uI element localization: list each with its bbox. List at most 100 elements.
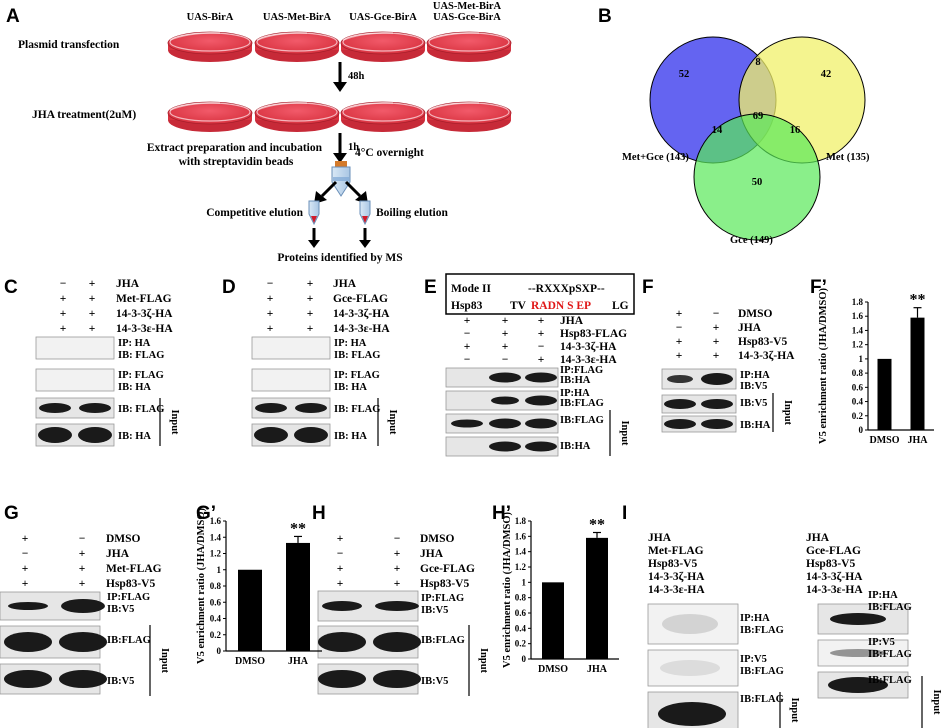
lane-sign: + <box>307 293 314 305</box>
condition-label: JHA <box>560 315 584 327</box>
bar <box>877 358 892 430</box>
condition-label: Gce-FLAG <box>333 293 388 305</box>
blot-strip <box>661 368 737 390</box>
lane-sign: − <box>713 308 720 320</box>
bar <box>586 537 608 659</box>
blot-band <box>318 670 366 688</box>
condition-label: Met-FLAG <box>106 563 162 575</box>
blot-label: IB:FLAG <box>107 635 151 646</box>
panel-label-g: G <box>4 503 19 524</box>
blot-band <box>489 418 521 429</box>
boiling-elution: Boiling elution <box>376 207 448 219</box>
y-tick-label: 0.8 <box>515 593 527 603</box>
step-extract-line1: Extract preparation and incubation <box>147 142 323 154</box>
blot-band <box>830 613 886 625</box>
blot-label: IB:FLAG <box>740 694 784 705</box>
culture-dish-icon <box>254 101 340 132</box>
input-label: Input <box>159 648 170 674</box>
venn-count-metgce-gce: 14 <box>712 125 723 136</box>
y-tick-label: 0.2 <box>852 411 864 421</box>
blot-strip <box>647 603 739 645</box>
culture-dish-icon <box>340 31 426 62</box>
blot-label: IB:FLAG <box>421 635 465 646</box>
lane-sign: − <box>79 533 86 545</box>
y-tick-label: 1 <box>522 577 527 587</box>
y-tick-label: 1.2 <box>515 562 527 572</box>
panel-label-c: C <box>4 277 18 298</box>
arrow-split-right <box>344 180 362 198</box>
panel-i-left-header: Met-FLAG <box>648 545 704 557</box>
lane-sign: − <box>502 354 509 366</box>
lane-sign: + <box>267 293 274 305</box>
condition-label: 14-3-3ε-HA <box>116 323 173 335</box>
panel-i-right-header: 14-3-3ζ-HA <box>806 570 863 583</box>
y-tick-label: 0.6 <box>515 608 527 618</box>
lane-sign: + <box>502 315 509 327</box>
condition-label: Hsp83-FLAG <box>560 328 627 340</box>
significance-mark: ** <box>910 292 926 309</box>
blot-label: IB:HA <box>560 375 591 386</box>
blot-label: IB:FLAG <box>740 625 784 636</box>
blot-band <box>701 419 733 429</box>
venn-count-gce-only: 50 <box>752 177 763 188</box>
y-tick-label: 1.2 <box>210 549 222 559</box>
blot-band <box>318 632 366 652</box>
temp-4c-overnight: 4°C overnight <box>355 147 424 159</box>
lane-sign: + <box>307 323 314 335</box>
blot-label: IP: FLAG <box>334 370 380 381</box>
blot-band <box>667 375 693 383</box>
blot-strip <box>317 663 421 695</box>
blot-band <box>489 441 521 452</box>
condition-label: 14-3-3ε-HA <box>560 354 617 366</box>
panel-i-right-header: Gce-FLAG <box>806 545 861 557</box>
lane-sign: + <box>307 308 314 320</box>
time-1h: 1h <box>348 142 359 153</box>
lane-sign: + <box>676 350 683 362</box>
y-tick-label: 0 <box>859 425 864 435</box>
lane-sign: + <box>22 563 29 575</box>
venn-set-label-gce: Gce (149) <box>730 235 773 246</box>
condition-label: 14-3-3ζ-HA <box>738 349 795 362</box>
condition-label: DMSO <box>738 308 773 320</box>
blot-label: IP:V5 <box>868 637 895 648</box>
condition-label: 14-3-3ζ-HA <box>116 307 173 320</box>
lane-sign: + <box>337 563 344 575</box>
condition-label: 14-3-3ζ-HA <box>560 340 617 353</box>
blot-panels: − + JHA + + Met-FLAG + +14-3-3ζ-HA + +14-3-3ε-HA I… <box>0 278 942 728</box>
condition-label: Hsp83-V5 <box>420 578 469 590</box>
y-tick-label: 1.4 <box>210 532 222 542</box>
panel-label-e: E <box>424 277 437 298</box>
culture-dish-icon <box>254 31 340 62</box>
arrowhead-ms-right <box>359 240 371 248</box>
arrowhead-ms-left <box>308 240 320 248</box>
condition-label: JHA <box>333 278 357 290</box>
blot-label: IB: FLAG <box>334 404 380 415</box>
blot-strip <box>445 367 559 388</box>
blot-label: IB:V5 <box>107 604 134 615</box>
x-tick-label: DMSO <box>538 664 568 675</box>
blot-band <box>660 660 720 676</box>
lane-sign: + <box>464 341 471 353</box>
panel-label-gp: G’ <box>196 503 216 524</box>
blot-label: IB:V5 <box>107 676 134 687</box>
blot-label: IP:FLAG <box>421 593 464 604</box>
venn-count-met-gce: 16 <box>790 125 801 136</box>
blot-band <box>79 403 111 413</box>
condition-label: JHA <box>106 548 130 560</box>
y-axis-label: V5 enrichment ratio (JHA/DMSO) <box>502 511 513 668</box>
input-label: Input <box>782 400 793 426</box>
blot-band <box>525 441 557 452</box>
lane-sign: − <box>22 548 29 560</box>
blot-band <box>373 632 421 652</box>
blot-strip <box>445 413 559 434</box>
lane-sign: + <box>394 578 401 590</box>
blot-label: IB: HA <box>334 431 367 442</box>
blot-label: IB: HA <box>118 431 151 442</box>
blot-label: IB: HA <box>334 382 367 393</box>
lane-sign: + <box>89 293 96 305</box>
condition-label: Hsp83-V5 <box>738 336 787 348</box>
blot-strip <box>0 591 105 621</box>
lane-sign: + <box>89 278 96 290</box>
